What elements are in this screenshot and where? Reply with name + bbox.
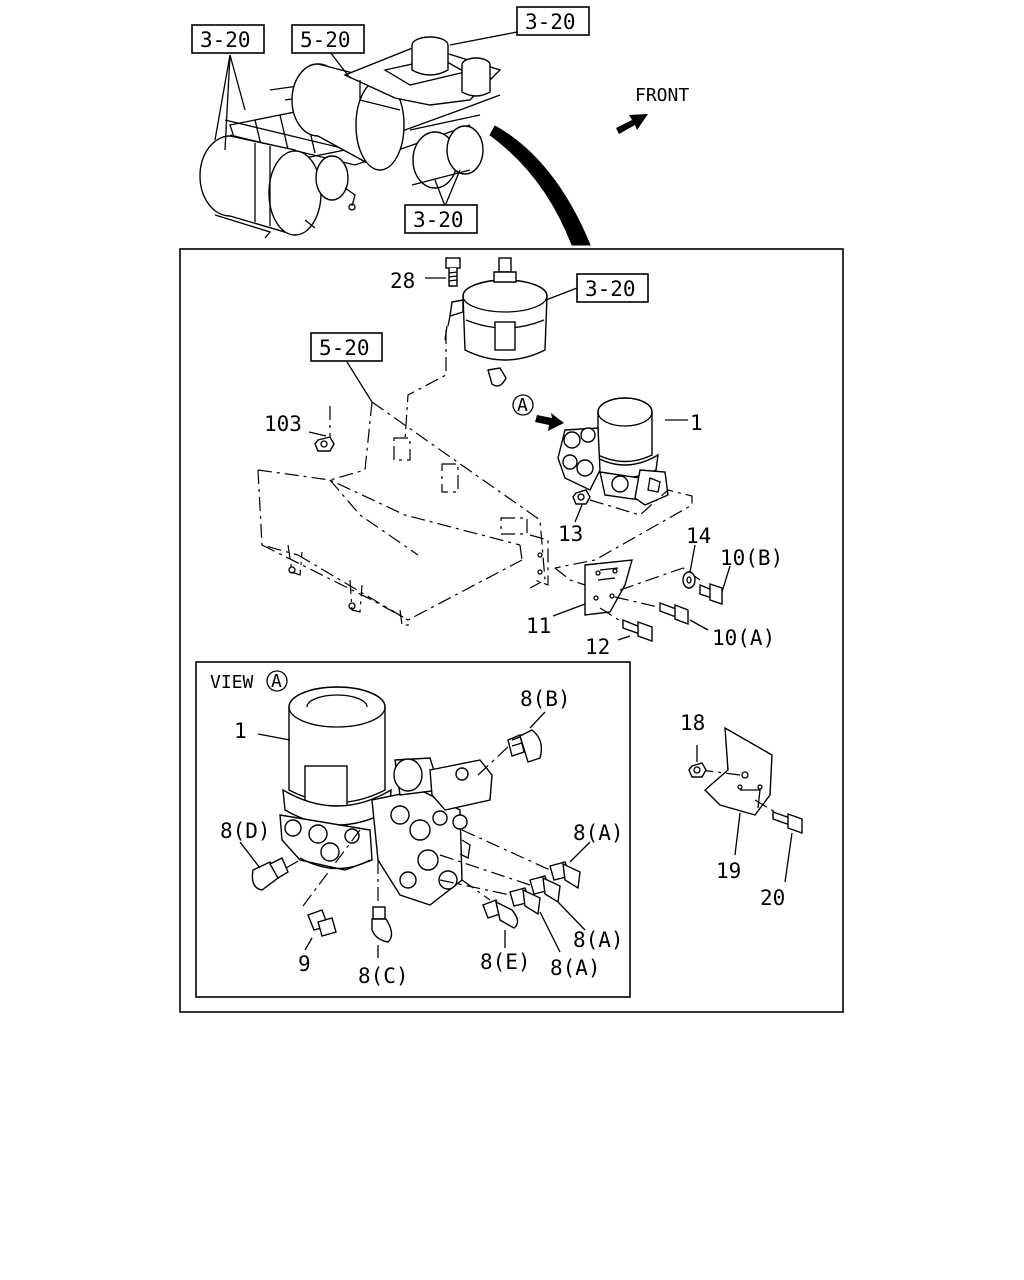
- view-marker-letter: A: [271, 671, 282, 692]
- fitting-9: [299, 829, 361, 951]
- ref-box-top-bottom: 3-20: [404, 204, 478, 234]
- callout-8c: 8(C): [358, 964, 409, 988]
- callout-11: 11: [526, 614, 551, 638]
- ref-box-top-left: 3-20: [191, 24, 265, 54]
- callout-8a-2: 8(A): [573, 928, 624, 952]
- callout-20: 20: [760, 886, 785, 910]
- air-dryer-view: [257, 686, 493, 906]
- fitting-8b: [477, 711, 546, 776]
- filter-cylinder: [444, 257, 548, 387]
- mounting-tray: [257, 401, 549, 626]
- front-arrow-icon: [616, 114, 648, 134]
- ref-top-mid-text: 5-20: [300, 28, 351, 52]
- callout-103: 103: [264, 412, 302, 436]
- nut-18: [688, 745, 707, 778]
- view-a-marker: A: [512, 394, 564, 431]
- callout-18: 18: [680, 711, 705, 735]
- ref-top-left-text: 3-20: [200, 28, 251, 52]
- ref-box-top-right: 3-20: [516, 6, 590, 36]
- callout-12: 12: [585, 635, 610, 659]
- callout-8a-1: 8(A): [573, 821, 624, 845]
- overview-assembly: [199, 31, 591, 246]
- ref-box-filter: [576, 273, 649, 303]
- view-marker-circle: [266, 670, 288, 692]
- callout-8b: 8(B): [520, 687, 571, 711]
- callout-8a-3: 8(A): [550, 956, 601, 980]
- callout-14: 14: [686, 524, 711, 548]
- fitting-8a-1: [461, 829, 591, 890]
- ref-box-top-mid: 5-20: [291, 24, 365, 54]
- view-title: VIEW: [210, 672, 254, 693]
- ref-filter-text: 3-20: [585, 277, 636, 301]
- callout-8e: 8(E): [480, 950, 531, 974]
- callout-8d: 8(D): [220, 819, 271, 843]
- bolt-10b: [699, 565, 731, 605]
- callout-13: 13: [558, 522, 583, 546]
- bracket-11: [552, 559, 633, 617]
- callout-9: 9: [298, 952, 311, 976]
- fitting-8a-2: [439, 854, 586, 931]
- air-dryer-main: [557, 397, 688, 506]
- ref-top-right-text: 3-20: [525, 10, 576, 34]
- front-label: FRONT: [635, 85, 689, 106]
- front-indicator: FRONT: [616, 85, 689, 134]
- callout-10b: 10(B): [720, 546, 783, 570]
- bolt-10a: [659, 601, 709, 631]
- ref-tray-text: 5-20: [319, 336, 370, 360]
- bolt-20: [754, 799, 803, 883]
- fitting-8e: [461, 879, 519, 948]
- bolt-28: [425, 257, 461, 287]
- callout-28: 28: [390, 269, 415, 293]
- bracket-19: [699, 726, 773, 856]
- view-arrow-icon: [535, 413, 564, 431]
- ref-top-bottom-text: 3-20: [413, 208, 464, 232]
- nut-103: [308, 431, 335, 452]
- fitting-8a-3: [439, 879, 561, 953]
- callout-19: 19: [716, 859, 741, 883]
- main-marker-letter: A: [517, 395, 528, 416]
- nut-13: [572, 489, 591, 523]
- fitting-8d: [239, 841, 301, 891]
- bolt-12: [617, 618, 653, 642]
- detail-frame: [179, 248, 844, 1013]
- ref-box-tray: [310, 332, 383, 362]
- callout-10a: 10(A): [712, 626, 775, 650]
- washer-14: [682, 544, 696, 589]
- fitting-8c: [371, 860, 393, 958]
- view-a-frame: [195, 661, 631, 998]
- callout-1: 1: [690, 411, 703, 435]
- callout-view-1: 1: [234, 719, 247, 743]
